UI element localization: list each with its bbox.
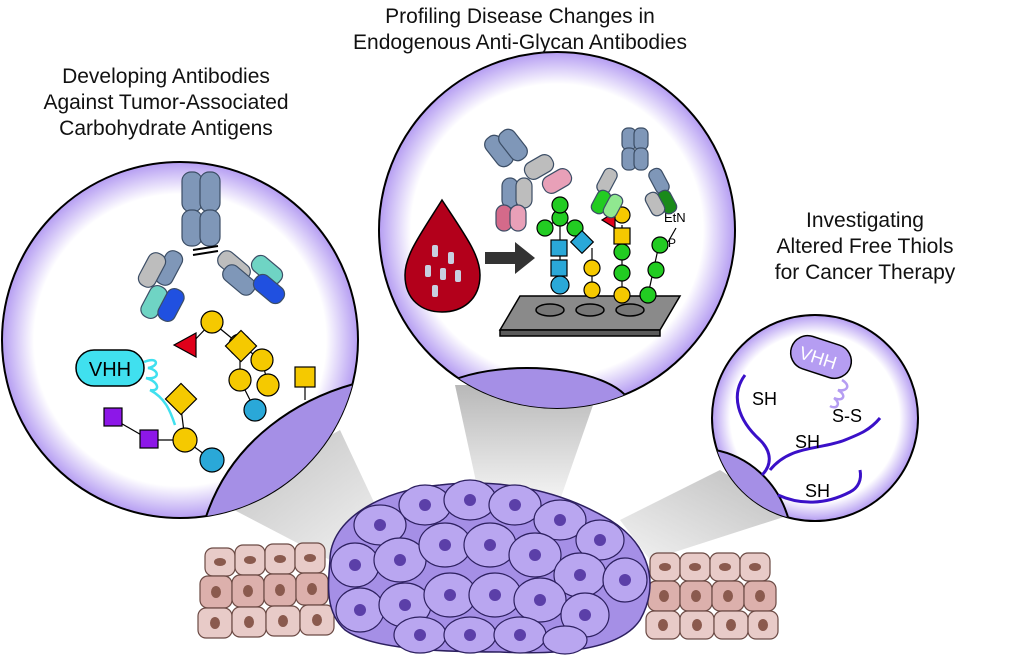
heading-left-line3: Carbohydrate Antigens [59, 117, 273, 140]
vhh-right [789, 334, 853, 409]
epithelial-tissue [197, 542, 779, 640]
fucose-triangle [172, 331, 197, 359]
gal-yellow-4 [200, 310, 224, 334]
tumor-nuclei [349, 494, 631, 641]
p-label: P [668, 236, 676, 250]
heading-right-line1: Investigating [806, 209, 924, 232]
flow-arrow [485, 242, 535, 274]
glycan-microarray [498, 295, 682, 337]
gal-yellow-5 [250, 348, 274, 372]
antibody-left [137, 171, 286, 323]
zoom-cone-middle [455, 385, 600, 500]
glcnac-square-1 [164, 382, 198, 416]
vhh-left [75, 349, 177, 426]
zoom-cone-left [215, 430, 380, 560]
blood-drop [404, 198, 481, 313]
heading-right-line2: Altered Free Thiols [776, 235, 954, 258]
heading-middle: Profiling Disease Changes in Endogenous … [330, 4, 710, 56]
gal-yellow-6 [256, 373, 280, 397]
heading-middle-line1: Profiling Disease Changes in [385, 5, 655, 28]
sh-label-2: SH [795, 432, 820, 452]
heading-middle-line2: Endogenous Anti-Glycan Antibodies [353, 31, 687, 54]
tumor-mass [327, 479, 651, 655]
glcnac-blue-1 [199, 447, 225, 473]
glycan-left [103, 310, 316, 473]
sh-label-1: SH [752, 389, 777, 409]
gal-yellow-2 [228, 368, 252, 392]
serum-antibodies [425, 245, 461, 297]
sialic-square-2 [103, 407, 123, 427]
vhh-left-label: VHH [89, 359, 131, 381]
tissue-cells-right [645, 552, 779, 640]
gal-yellow-1 [172, 427, 198, 453]
middle-zoom-circle: EtN P [378, 51, 736, 409]
ss-label: S-S [832, 406, 862, 426]
heading-left-line1: Developing Antibodies [62, 65, 270, 88]
heading-left: Developing Antibodies Against Tumor-Asso… [6, 64, 326, 142]
heading-left-line2: Against Tumor-Associated [43, 91, 289, 114]
gal-square-2 [294, 366, 316, 388]
antibody-middle-1 [484, 128, 573, 232]
antibody-middle-2 [590, 127, 678, 219]
gal-square [224, 329, 258, 363]
thiol-proteins [735, 374, 882, 504]
tissue-nuclei [210, 554, 768, 631]
sh-label-3: SH [805, 481, 830, 501]
glcnac-blue-2 [243, 398, 267, 422]
sialic-square-1 [139, 429, 159, 449]
heading-right-line3: for Cancer Therapy [774, 261, 956, 284]
heading-right: Investigating Altered Free Thiols for Ca… [720, 208, 1010, 286]
